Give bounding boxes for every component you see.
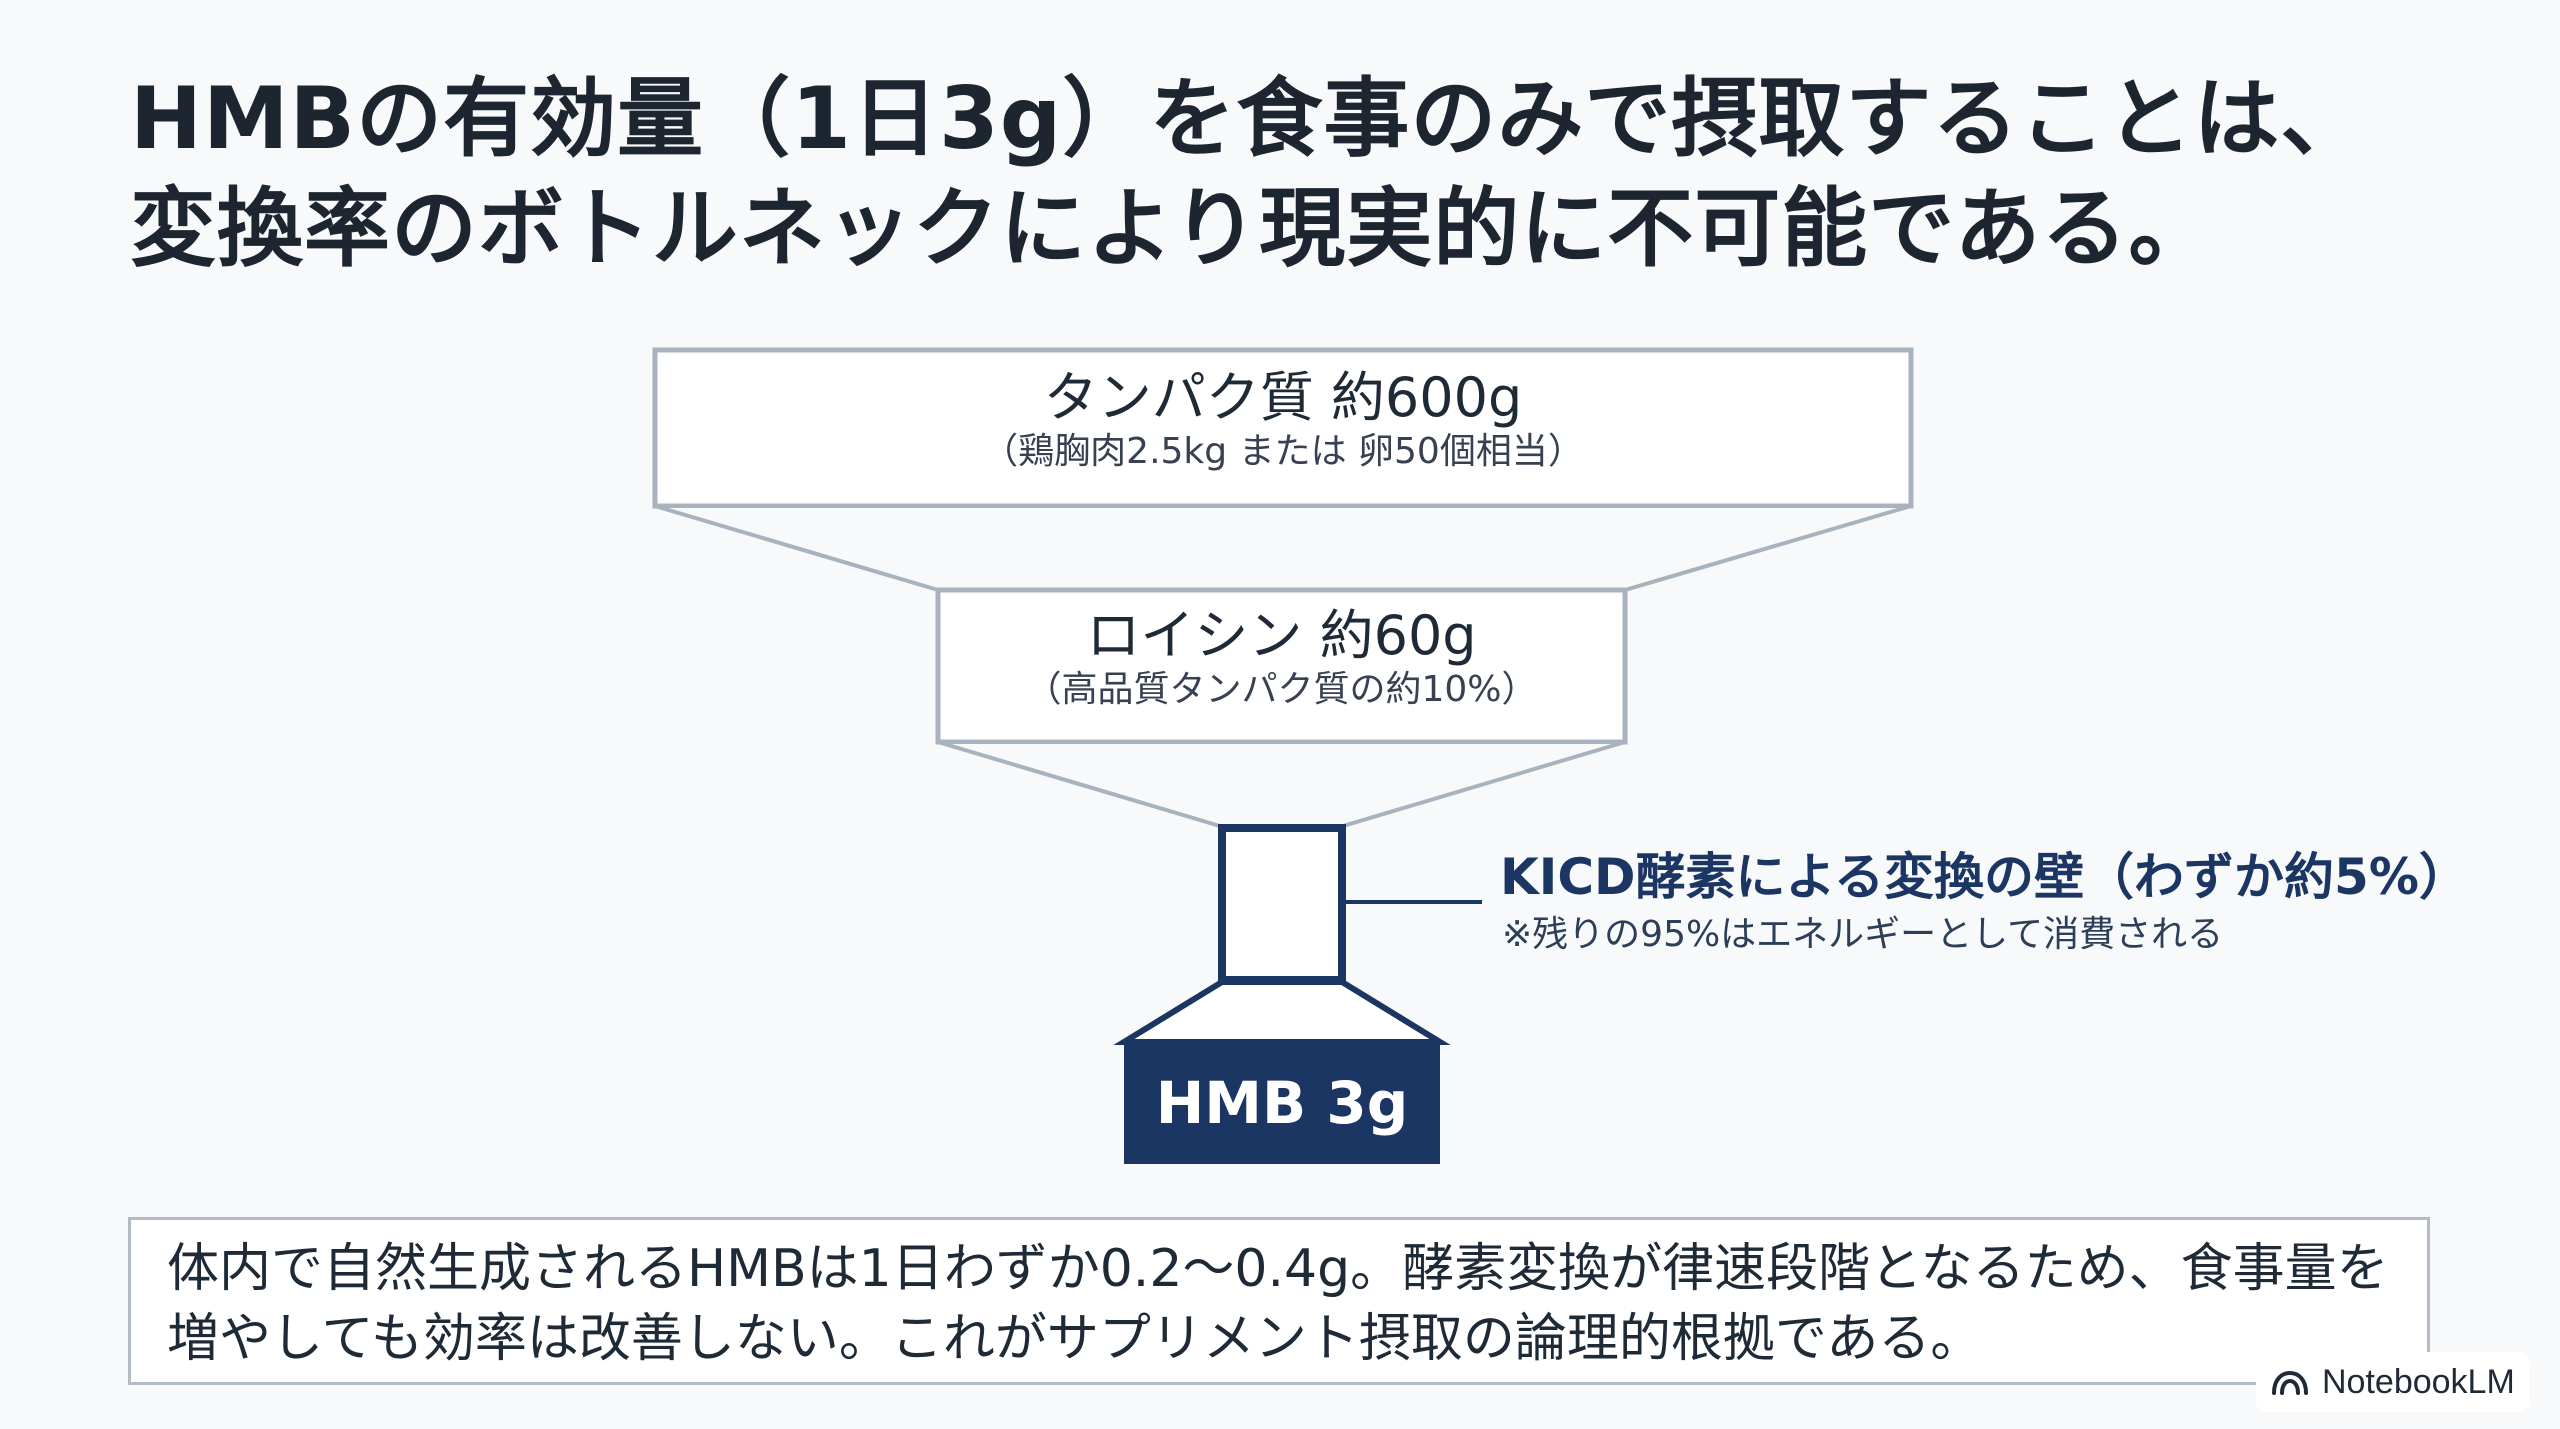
summary-note-line-2: 増やしても効率は改善しない。これがサプリメント摂取の論理的根拠である。 <box>167 1309 1983 1369</box>
funnel-spout <box>1113 979 1451 1045</box>
protein-text: タンパク質 約600g （鶏胸肉2.5kg または 卵50個相当） <box>655 366 1911 474</box>
protein-amount: タンパク質 約600g <box>1043 366 1523 429</box>
title-line-1: HMBの有効量（1日3g）を食事のみで摂取することは、 <box>130 69 2368 169</box>
protein-equivalent: （鶏胸肉2.5kg または 卵50個相当） <box>982 431 1584 472</box>
summary-note-box: 体内で自然生成されるHMBは1日わずか0.2〜0.4g。酵素変換が律速段階となる… <box>128 1217 2430 1385</box>
notebooklm-logo-icon <box>2272 1370 2308 1395</box>
leucine-ratio: （高品質タンパク質の約10%） <box>1025 669 1538 710</box>
kicd-callout-note: ※残りの95%はエネルギーとして消費される <box>1502 914 2224 955</box>
summary-note-line-1: 体内で自然生成されるHMBは1日わずか0.2〜0.4g。酵素変換が律速段階となる… <box>167 1239 2389 1299</box>
hmb-output-label: HMB 3g <box>1155 1069 1409 1137</box>
brand-name: NotebookLM <box>2322 1362 2515 1401</box>
kicd-callout-title: KICD酵素による変換の壁（わずか約5%） <box>1500 848 2469 906</box>
title-line-2: 変換率のボトルネックにより現実的に不可能である。 <box>130 179 2216 279</box>
summary-note-text: 体内で自然生成されるHMBは1日わずか0.2〜0.4g。酵素変換が律速段階となる… <box>167 1234 2391 1374</box>
page-title: HMBの有効量（1日3g）を食事のみで摂取することは、 変換率のボトルネックによ… <box>130 64 2430 284</box>
funnel-connector-1 <box>654 504 1912 592</box>
notebooklm-badge: NotebookLM <box>2256 1352 2529 1412</box>
bottleneck-neck <box>1218 824 1346 984</box>
leucine-box <box>935 587 1628 745</box>
funnel-connector-2 <box>937 740 1626 828</box>
hmb-output-box <box>1124 1040 1440 1164</box>
leucine-text: ロイシン 約60g （高品質タンパク質の約10%） <box>938 604 1625 712</box>
leucine-amount: ロイシン 約60g <box>1086 604 1477 667</box>
